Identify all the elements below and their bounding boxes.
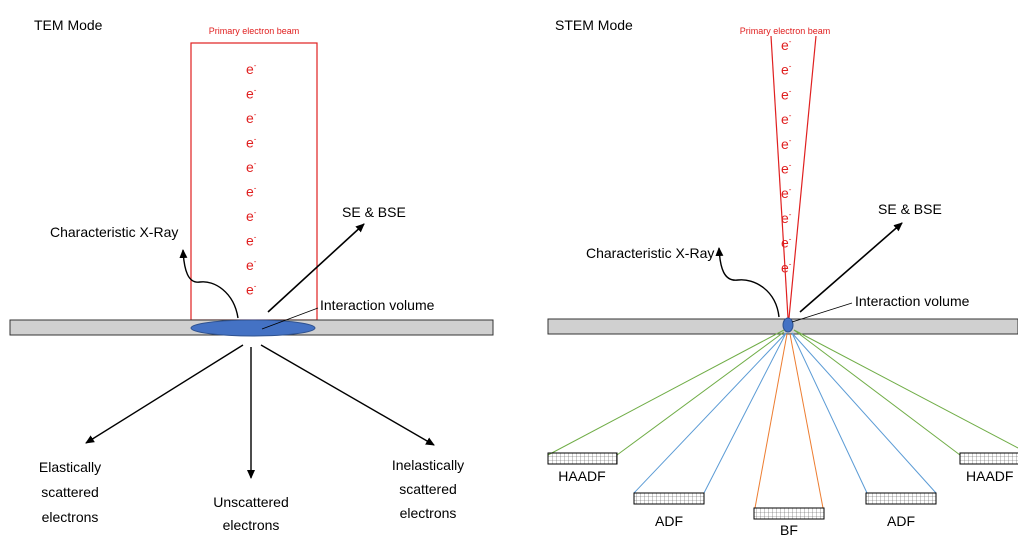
stem-electron-9: e- [781,235,792,251]
tem-title: TEM Mode [34,17,103,33]
svg-text:Inelastically: Inelastically [392,457,464,473]
tem-beam-label: Primary electron beam [209,26,300,36]
tem-xray-label: Characteristic X-Ray [50,224,178,240]
stem-title: STEM Mode [555,17,633,33]
stem-detector-haadf-right: HAADF [959,452,1018,484]
detector-label-adf-left: ADF [655,513,683,529]
stem-interaction-volume [782,317,794,333]
stem-detector-haadf-left: HAADF [547,452,618,484]
stem-electron-3: e- [781,86,792,102]
svg-text:scattered: scattered [41,484,99,500]
stem-se-bse-label: SE & BSE [878,201,942,217]
stem-haadf-rays [547,329,1018,456]
stem-electron-10: e- [781,259,792,275]
stem-detector-bf: BF [753,507,825,536]
detector-label-bf: BF [780,522,798,536]
stem-electron-2: e- [781,62,792,78]
stem-xray-label: Characteristic X-Ray [586,245,714,261]
stem-beam-left-edge [770,35,789,319]
tem-electron-3: e- [246,110,257,126]
stem-bf-rays [754,333,824,509]
stem-beam-right-edge [788,35,817,319]
svg-text:electrons: electrons [223,517,280,533]
tem-electron-9: e- [246,257,257,273]
tem-electrons: e-e-e-e-e-e-e-e-e-e- [246,61,257,298]
stem-electron-6: e- [781,161,792,177]
tem-electron-2: e- [246,86,257,102]
stem-interaction-label: Interaction volume [855,293,970,309]
tem-xray-arrow [179,249,239,319]
tem-elastic-arrow [85,344,244,444]
stem-panel: STEM Mode Primary electron beam e-e-e-e-… [547,17,1018,536]
tem-electron-10: e- [246,282,257,298]
tem-se-bse-arrow [267,223,365,313]
tem-electron-8: e- [246,233,257,249]
tem-elastic-label: Elastically scattered electrons [39,459,101,525]
svg-text:electrons: electrons [42,509,99,525]
svg-text:Unscattered: Unscattered [213,494,288,510]
tem-interaction-label: Interaction volume [320,297,435,313]
tem-unscattered-label: Unscattered electrons [213,494,288,533]
tem-electron-6: e- [246,184,257,200]
stem-electrons: e-e-e-e-e-e-e-e-e-e- [781,37,792,275]
stem-electron-1: e- [781,37,792,53]
stem-detector-adf-right: ADF [865,492,937,529]
stem-electron-8: e- [781,210,792,226]
tem-electron-7: e- [246,208,257,224]
tem-inelastic-label: Inelastically scattered electrons [392,457,464,521]
tem-electron-5: e- [246,159,257,175]
tem-inelastic-arrow [260,344,435,446]
detector-label-adf-right: ADF [887,513,915,529]
tem-electron-1: e- [246,61,257,77]
tem-interaction-leader [261,307,319,330]
stem-xray-arrow [715,247,780,318]
stem-adf-rays [633,332,937,494]
stem-electron-5: e- [781,136,792,152]
tem-se-bse-label: SE & BSE [342,204,406,220]
stem-interaction-leader [791,302,853,323]
svg-text:electrons: electrons [400,505,457,521]
detector-label-haadf-left: HAADF [558,468,605,484]
detector-label-haadf-right: HAADF [966,468,1013,484]
tem-electron-4: e- [246,135,257,151]
stem-electron-7: e- [781,185,792,201]
tem-interaction-volume [190,319,316,337]
stem-detector-adf-left: ADF [633,492,705,529]
stem-se-bse-arrow [799,222,903,313]
tem-panel: TEM Mode Primary electron beam e-e-e-e-e… [9,17,494,533]
svg-text:Elastically: Elastically [39,459,101,475]
stem-beam-label: Primary electron beam [740,26,831,36]
stem-electron-4: e- [781,111,792,127]
svg-text:scattered: scattered [399,481,457,497]
